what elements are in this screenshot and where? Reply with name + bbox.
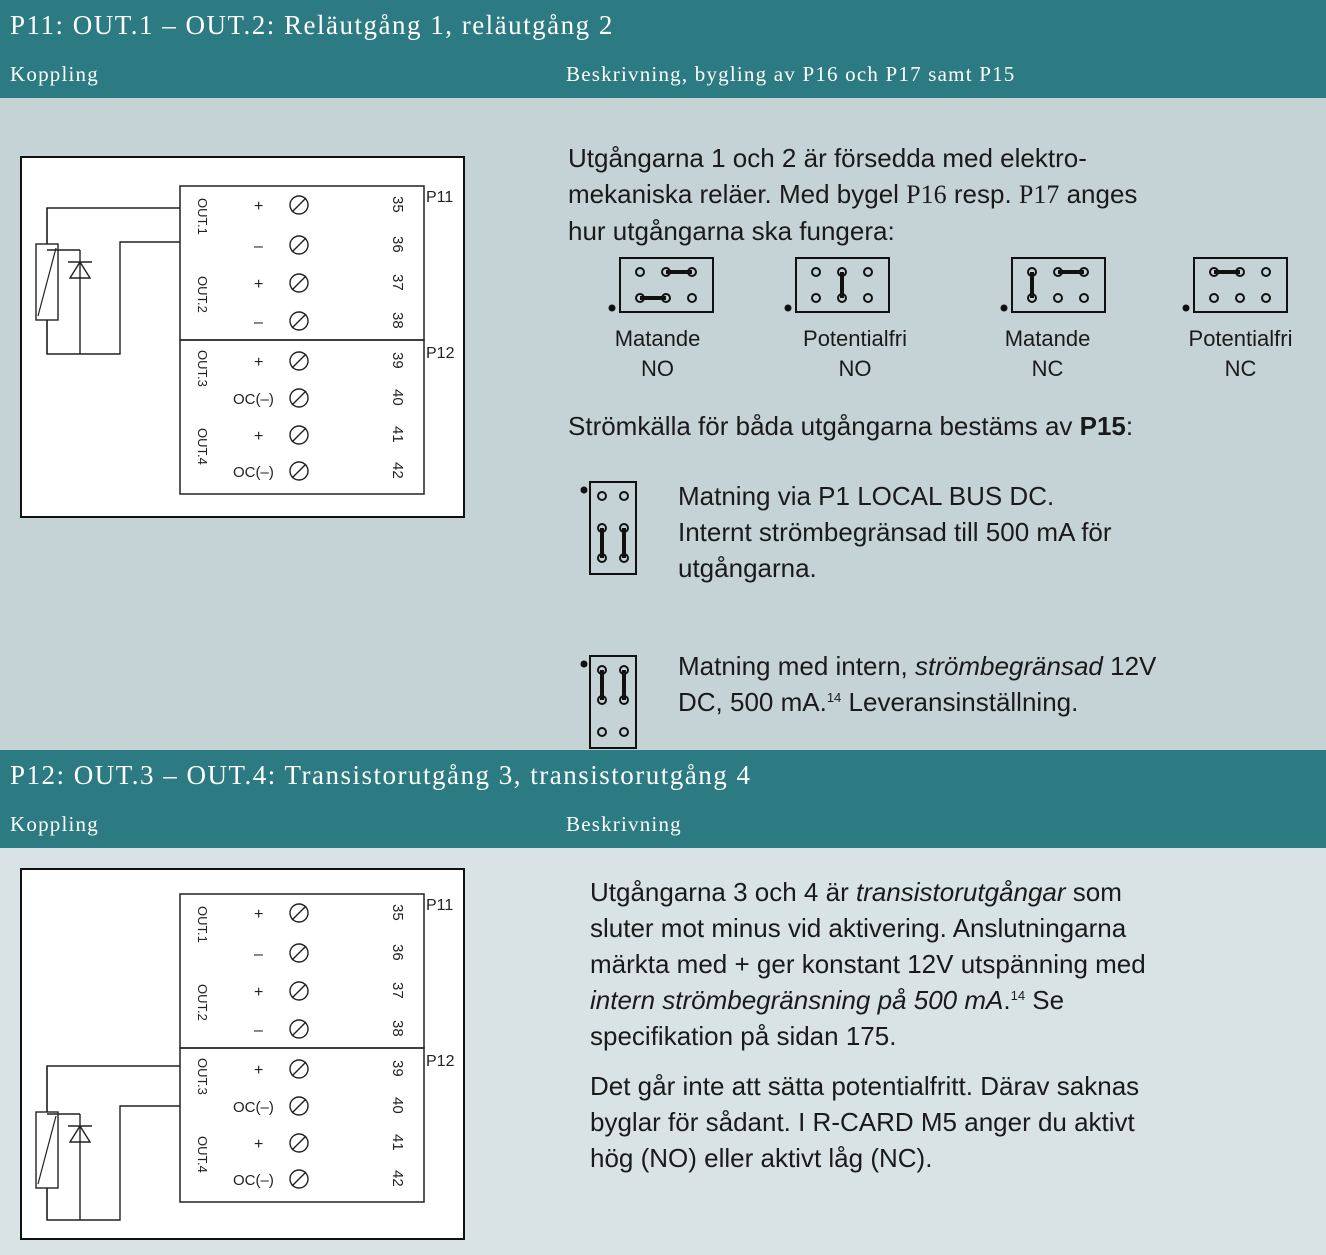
svg-text:P11: P11 [426,897,453,914]
svg-text:38: 38 [389,312,406,329]
relay-intro-line2: mekaniska reläer. Med bygel P16 resp. P1… [568,179,1138,209]
svg-text:OC(–): OC(–) [233,464,274,481]
transistor-description: Utgångarna 3 och 4 är transistorutgångar… [590,877,1146,1051]
svg-text:39: 39 [389,1060,406,1077]
relay-intro-line3: hur utgångarna ska fungera: [568,216,895,246]
svg-text:OC(–): OC(–) [233,391,274,408]
jumper-settings-icons [608,257,1288,313]
svg-text:41: 41 [389,1134,406,1151]
svg-text:36: 36 [389,944,406,961]
svg-text:+: + [254,354,263,371]
svg-text:35: 35 [389,196,406,213]
svg-text:37: 37 [389,982,406,999]
svg-text:+: + [254,1062,263,1079]
section2-col-beskrivning: Beskrivning [566,812,682,836]
section1-col-koppling: Koppling [10,62,99,86]
svg-text:40: 40 [389,389,406,406]
section2-col-koppling: Koppling [10,812,99,836]
wiring-diagram-relay: + – + – + OC(–) + OC(–) OUT.1 OUT.2 OUT.… [20,156,465,518]
svg-text:+: + [254,428,263,445]
svg-text:P12: P12 [426,345,455,362]
svg-text:42: 42 [389,462,406,479]
svg-text:+: + [254,1136,263,1153]
svg-text:–: – [254,238,263,255]
relay-intro-text: Utgångarna 1 och 2 är försedda med elekt… [568,140,1318,249]
svg-text:36: 36 [389,236,406,253]
svg-text:42: 42 [389,1170,406,1187]
section1-body: + – + – + OC(–) + OC(–) OUT.1 OUT.2 OUT.… [0,98,1326,750]
svg-text:–: – [254,1022,263,1039]
svg-text:35: 35 [389,904,406,921]
section2-body: + – + – + OC(–) + OC(–) OUT.1 OUT.2 OUT.… [0,848,1326,1255]
svg-text:OC(–): OC(–) [233,1172,274,1189]
svg-text:OUT.4: OUT.4 [195,1136,210,1173]
svg-text:41: 41 [389,426,406,443]
svg-text:P12: P12 [426,1053,455,1070]
terminal-block-drawing-2: + – + – + OC(–) + OC(–) OUT.1 OUT.2 OUT.… [35,893,455,1221]
svg-text:+: + [254,906,263,923]
svg-text:OUT.1: OUT.1 [195,906,210,943]
transistor-note: Det går inte att sätta potentialfritt. D… [590,1071,1140,1173]
section2-title: P12: OUT.3 – OUT.4: Transistorutgång 3, … [10,760,752,790]
wiring-diagram-transistor: + – + – + OC(–) + OC(–) OUT.1 OUT.2 OUT.… [20,868,465,1240]
svg-text:39: 39 [389,352,406,369]
svg-text:OUT.2: OUT.2 [195,276,210,313]
svg-text:P11: P11 [426,189,453,206]
svg-text:+: + [254,198,263,215]
svg-text:OUT.3: OUT.3 [195,1058,210,1095]
p15-local-bus-icon [580,481,637,575]
relay-intro-line1: Utgångarna 1 och 2 är försedda med elekt… [568,143,1087,173]
p15-option1-text: Matning via P1 LOCAL BUS DC. Internt str… [678,481,1112,583]
p15-option2-text: Matning med intern, strömbegränsad 12V D… [678,651,1157,717]
svg-text:40: 40 [389,1097,406,1114]
svg-text:OUT.4: OUT.4 [195,428,210,465]
svg-text:38: 38 [389,1020,406,1037]
svg-text:OUT.1: OUT.1 [195,198,210,235]
svg-text:–: – [254,946,263,963]
svg-text:OC(–): OC(–) [233,1099,274,1116]
power-source-text: Strömkälla för båda utgångarna bestäms a… [568,411,1134,441]
svg-text:37: 37 [389,274,406,291]
svg-text:OUT.3: OUT.3 [195,350,210,387]
section1-col-beskrivning: Beskrivning, bygling av P16 och P17 samt… [566,62,1016,86]
svg-text:+: + [254,984,263,1001]
svg-text:OUT.2: OUT.2 [195,984,210,1021]
svg-text:+: + [254,276,263,293]
p15-internal-supply-icon [580,655,637,749]
svg-text:–: – [254,314,263,331]
section2-header: P12: OUT.3 – OUT.4: Transistorutgång 3, … [0,750,1326,848]
section1-header: P11: OUT.1 – OUT.2: Reläutgång 1, reläut… [0,0,1326,98]
terminal-block-drawing: + – + – + OC(–) + OC(–) OUT.1 OUT.2 OUT.… [35,185,455,495]
section1-title: P11: OUT.1 – OUT.2: Reläutgång 1, reläut… [10,10,614,40]
